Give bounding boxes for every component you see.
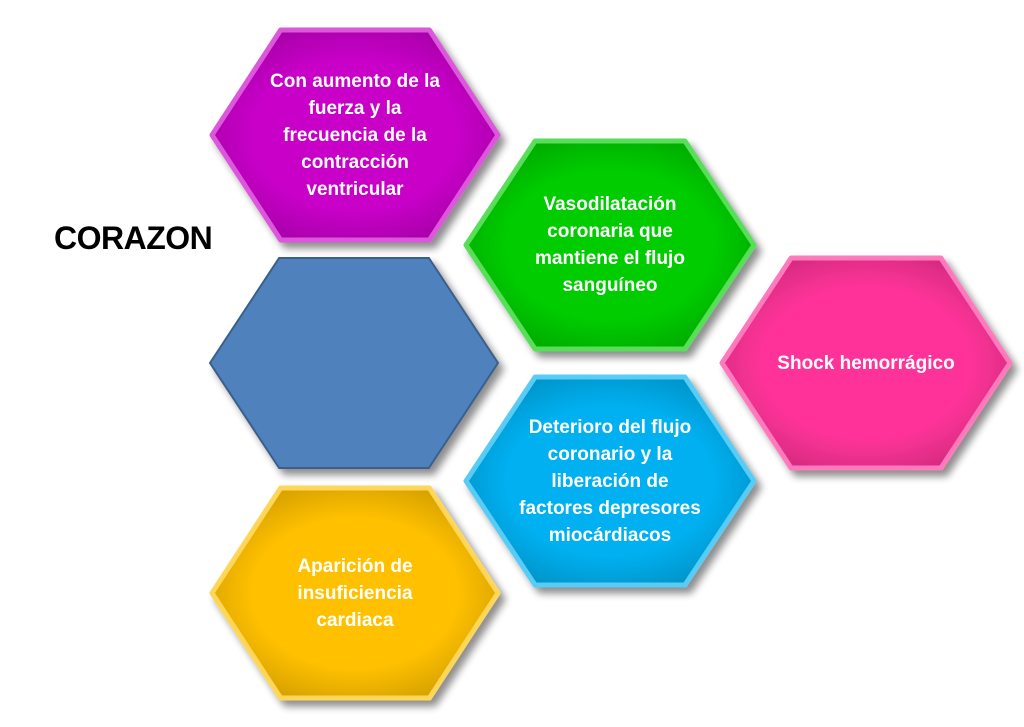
hex-label-centro [256, 258, 452, 468]
corazon-title: CORAZON [54, 220, 213, 256]
hex-label-insuficiencia: Aparición de insuficiencia cardiaca [297, 555, 413, 631]
hex-label-fuerza: Con aumento de la fuerza y la frecuencia… [270, 70, 440, 200]
hexagon-vasodilatacion [463, 138, 757, 352]
hexagon-insuficiencia [209, 485, 501, 701]
hexagon-deterioro [463, 374, 757, 588]
hexagon-centro [208, 257, 500, 469]
hex-label-vasodilatacion: Vasodilatación coronaria que mantiene el… [535, 194, 685, 296]
hex-label-deterioro: Deterioro del flujo coronario y la liber… [519, 416, 701, 546]
hexagon-shock [719, 255, 1013, 471]
hexagon-fuerza [209, 27, 501, 243]
hex-label-shock: Shock hemorrágico [777, 352, 955, 374]
